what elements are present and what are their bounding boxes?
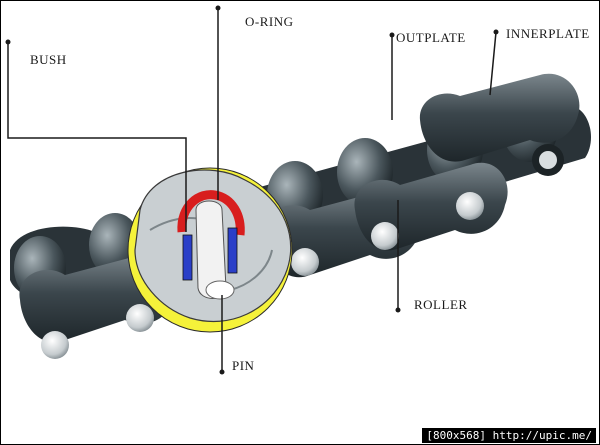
label-pin: PIN — [232, 358, 255, 373]
leader-dots — [5, 5, 499, 375]
label-innerplate: INNERPLATE — [506, 26, 590, 41]
label-outplate: OUTPLATE — [396, 30, 466, 45]
chain-outer-plates — [19, 73, 580, 343]
leader-bush — [7, 42, 187, 232]
pin-heads — [41, 144, 564, 359]
leader-lines — [7, 8, 497, 372]
leader-innerplate — [489, 31, 497, 96]
image-source-caption: [800x568] http://upic.me/ — [422, 428, 596, 443]
cutaway-section — [127, 167, 293, 333]
label-roller: ROLLER — [414, 297, 468, 312]
label-o-ring: O-RING — [245, 14, 294, 29]
label-bush: BUSH — [30, 52, 67, 67]
